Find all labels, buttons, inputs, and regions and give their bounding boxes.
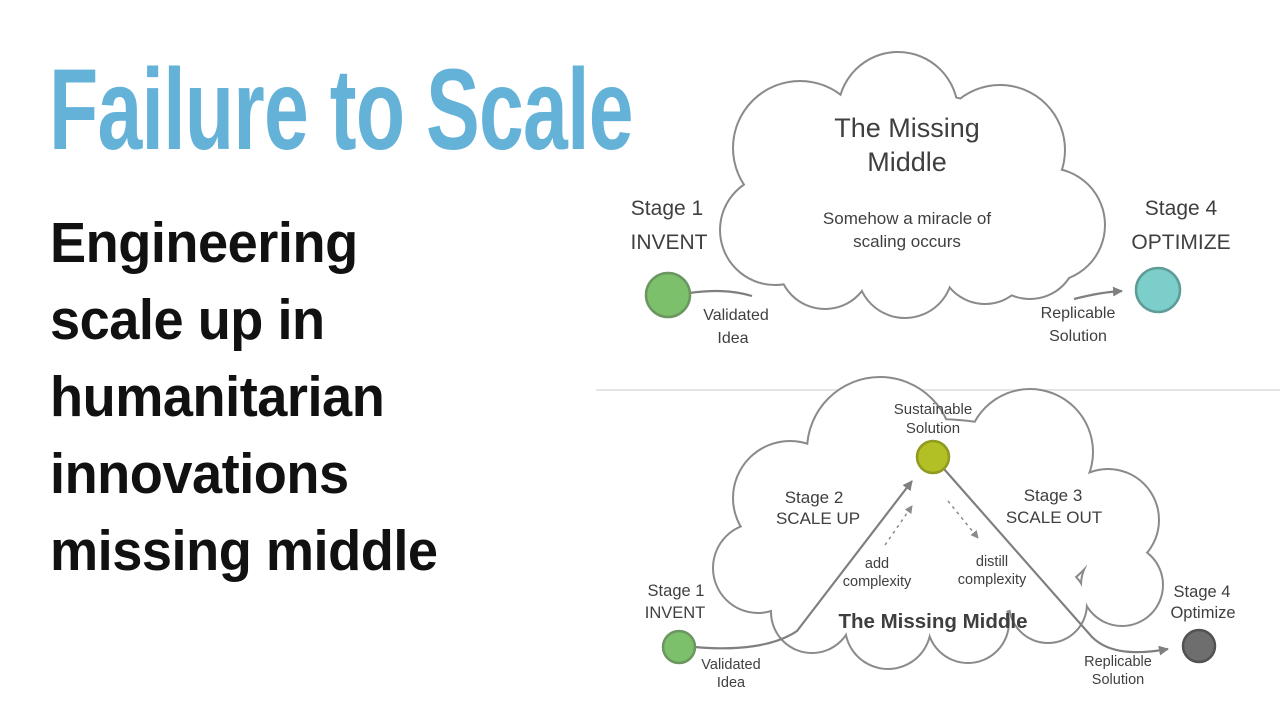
connector-invent-to-cloud: [688, 289, 753, 298]
stage1-label-line2: INVENT: [630, 231, 707, 254]
slide-subtitle-line: missing middle: [50, 519, 438, 583]
dashed-arrow-add-complexity: [884, 505, 913, 546]
stage1-label-line1: Stage 1: [648, 582, 705, 600]
dashed-arrow-distill-complexity: [947, 500, 979, 539]
cloud-note-line2: scaling occurs: [853, 232, 961, 251]
stage3-label-line2: SCALE OUT: [1006, 508, 1102, 527]
connector-sustainable-to-optimize-arrow: [943, 468, 1169, 656]
stage4-label-line1: Stage 4: [1145, 197, 1218, 220]
validated-idea-line2: Idea: [717, 330, 748, 347]
stage2-label-line2: SCALE UP: [776, 509, 860, 528]
slide-subtitle-line: Engineering: [50, 211, 358, 275]
add-complexity-line2: complexity: [843, 574, 912, 590]
diagram-top: The Missing Middle Somehow a miracle of …: [630, 51, 1231, 347]
stage4-label-line1: Stage 4: [1174, 583, 1231, 601]
distill-complexity-line1: distill: [976, 554, 1008, 570]
replicable-solution-line2: Solution: [1049, 328, 1107, 345]
slide-subtitle-line: scale up in: [50, 288, 325, 352]
replicable-solution-line2: Solution: [1092, 672, 1144, 688]
stage1-label-line1: Stage 1: [631, 197, 703, 220]
add-complexity-line1: add: [865, 556, 889, 572]
stage1-label-line2: INVENT: [645, 604, 706, 622]
slide-subtitle-line: innovations: [50, 442, 349, 506]
cloud-title-line2: Middle: [867, 147, 947, 177]
validated-idea-line2: Idea: [717, 675, 746, 691]
slide-title: Failure to Scale: [49, 46, 634, 174]
missing-middle-label: The Missing Middle: [838, 610, 1027, 633]
connector-cloud-to-optimize-arrow: [1073, 286, 1123, 301]
slide-subtitle: Engineering scale up in humanitarian inn…: [50, 205, 438, 590]
stage4-node-gray: [1181, 628, 1217, 664]
cloud-note-line1: Somehow a miracle of: [823, 209, 991, 228]
stage3-label-line1: Stage 3: [1024, 486, 1083, 505]
cloud-title-line1: The Missing: [834, 113, 980, 143]
validated-idea-line1: Validated: [701, 657, 760, 673]
sustainable-solution-line2: Solution: [906, 420, 960, 437]
stage1-node-green: [644, 271, 692, 319]
connector-invent-to-sustainable-arrow: [694, 480, 913, 650]
stage2-label-line1: Stage 2: [785, 488, 844, 507]
distill-complexity-line2: complexity: [958, 572, 1027, 588]
replicable-solution-line1: Replicable: [1041, 305, 1116, 322]
diagram-bottom: Sustainable Solution Stage 2 SCALE UP St…: [645, 376, 1236, 691]
stage4-label-line2: OPTIMIZE: [1131, 231, 1230, 254]
stage1-node-green: [661, 629, 697, 665]
sustainable-solution-line1: Sustainable: [894, 401, 972, 418]
stage4-node-teal: [1134, 266, 1182, 314]
stage4-label-line2: Optimize: [1170, 604, 1235, 622]
sustainable-node-olive: [915, 439, 951, 475]
replicable-solution-line1: Replicable: [1084, 654, 1152, 670]
cloud-shape: [719, 51, 1106, 319]
slide-subtitle-line: humanitarian: [50, 365, 385, 429]
validated-idea-line1: Validated: [703, 307, 769, 324]
